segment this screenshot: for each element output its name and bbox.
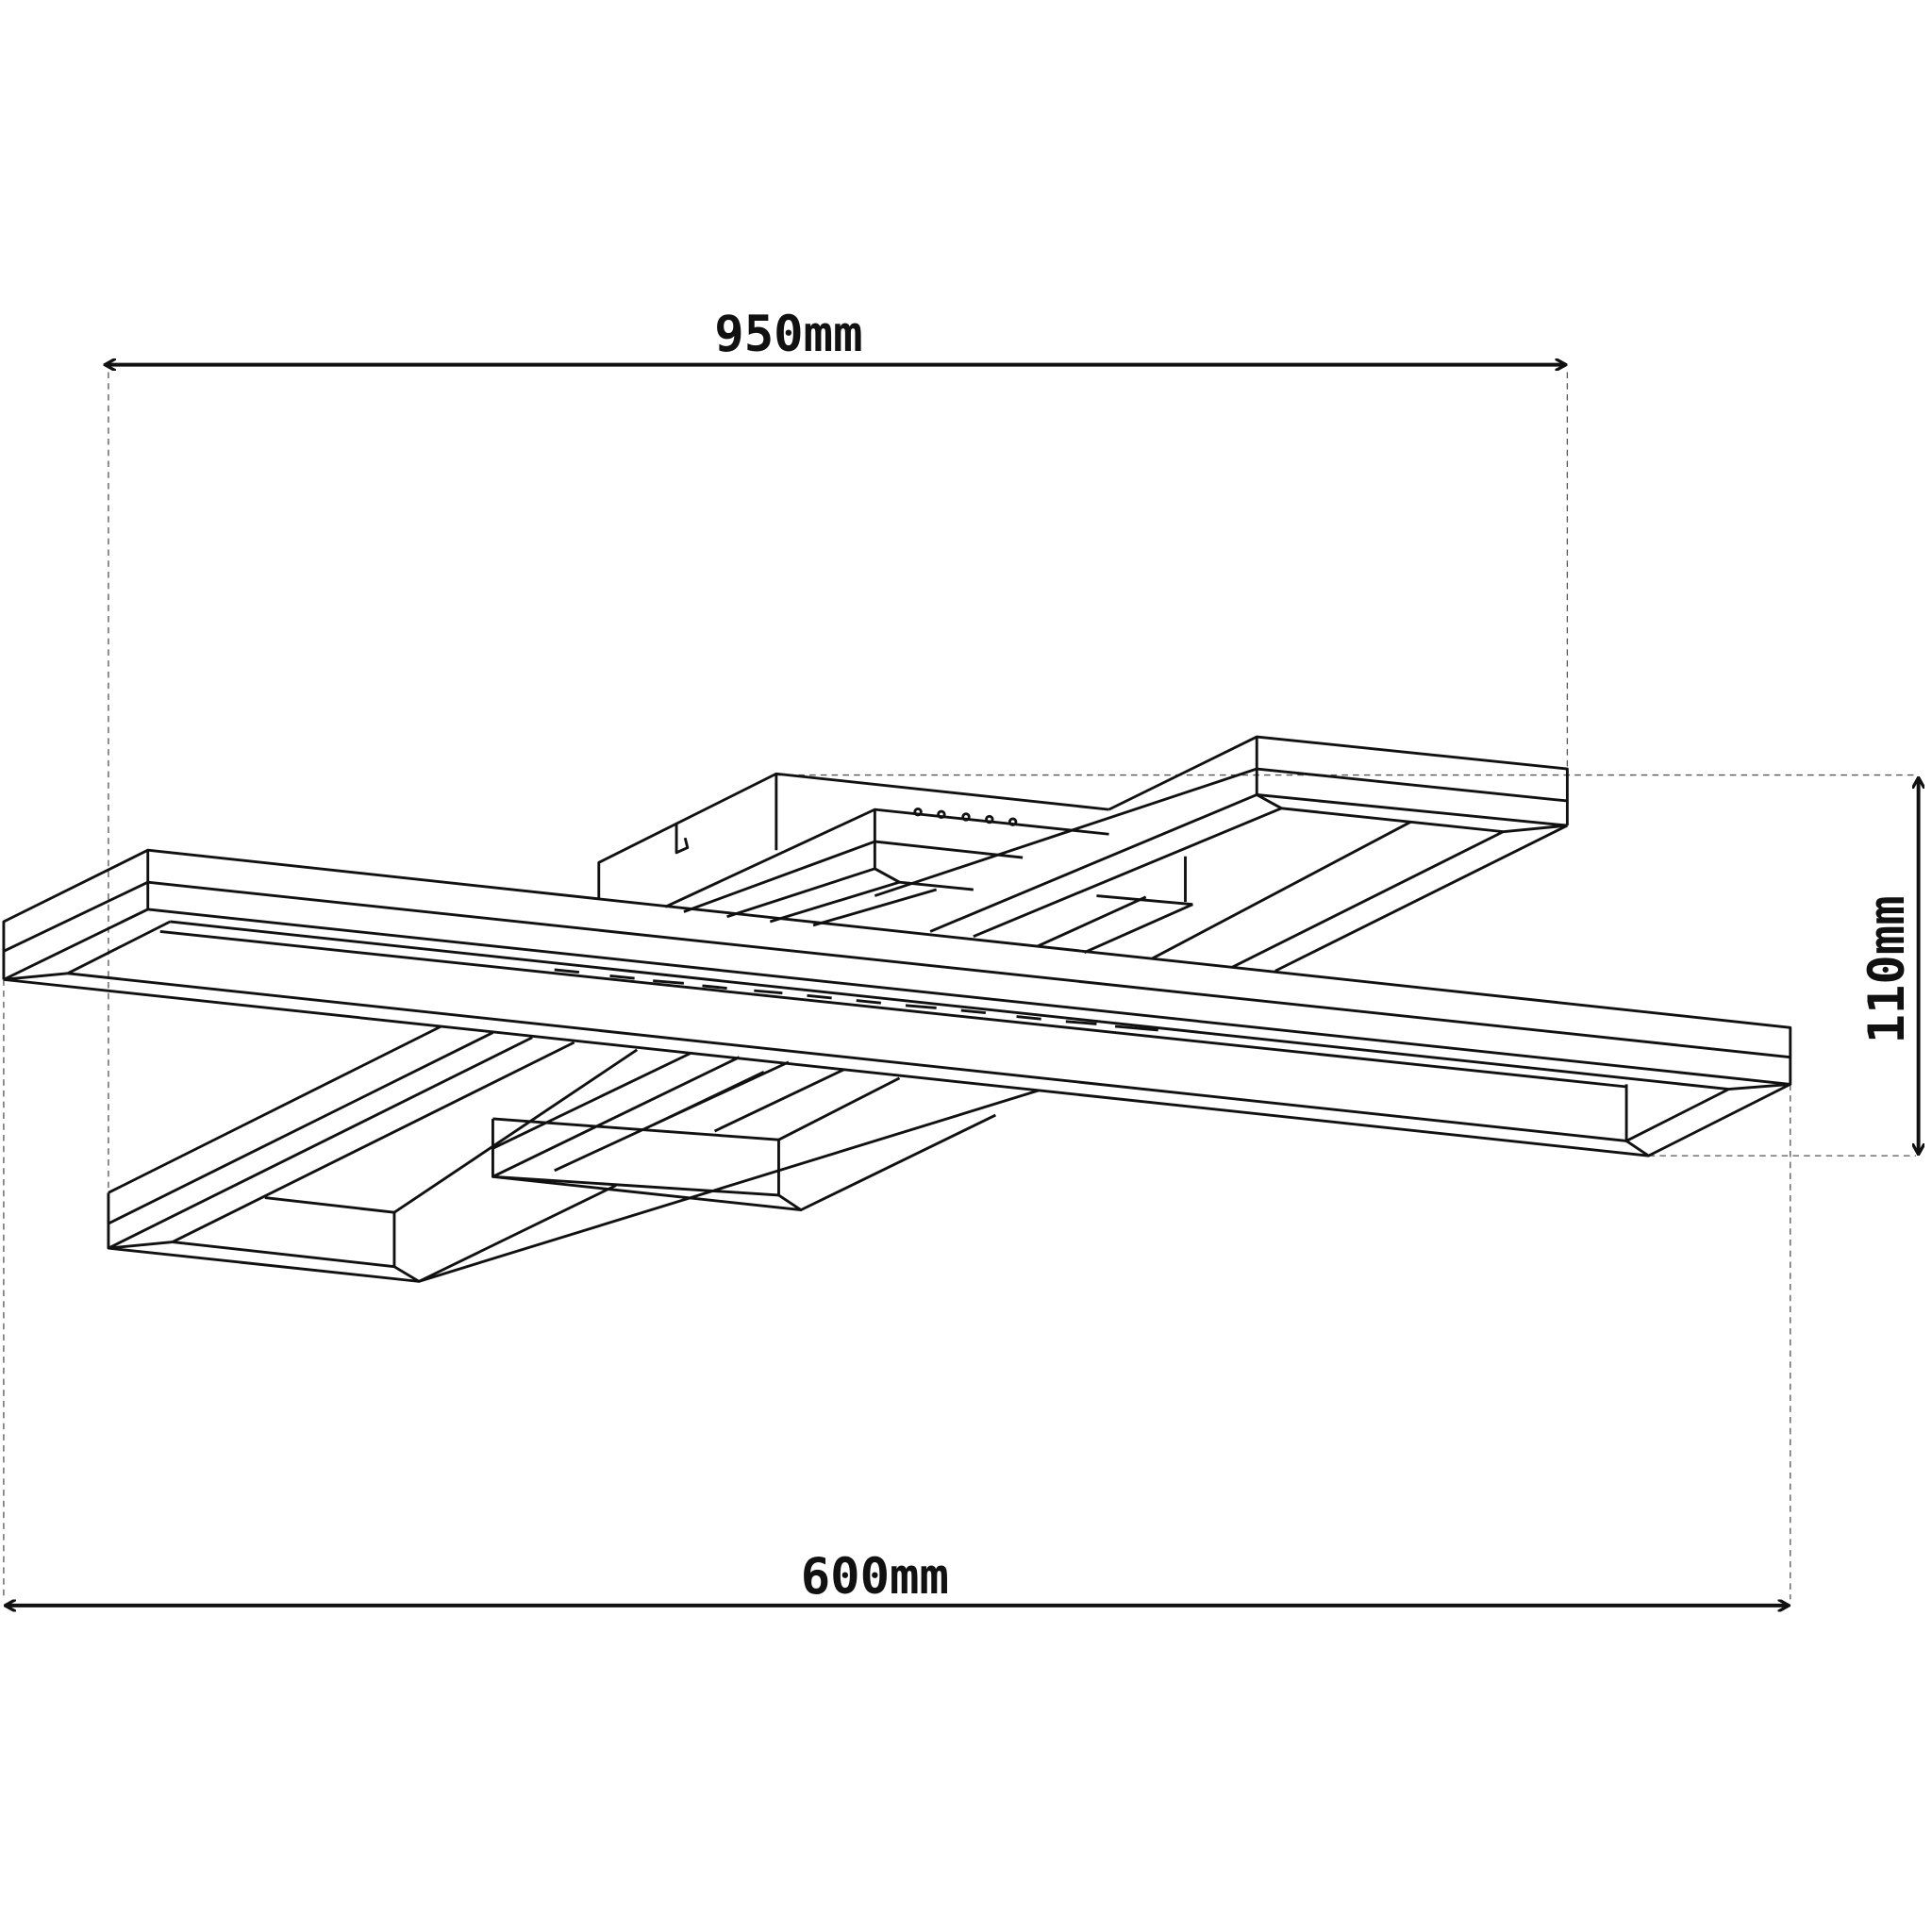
length-label: 950mm [714, 307, 862, 363]
extension-lines [3, 372, 1917, 1600]
width-label: 600mm [801, 1549, 949, 1606]
ceiling-mount-plate [597, 772, 1187, 903]
led-strip-marks [554, 968, 1158, 1032]
back-light-bar [107, 735, 1569, 1283]
height-label: 110mm [1859, 895, 1916, 1043]
middle-light-bar [491, 808, 1193, 1212]
led-dots [913, 808, 1018, 826]
front-light-bar [2, 848, 1792, 1158]
